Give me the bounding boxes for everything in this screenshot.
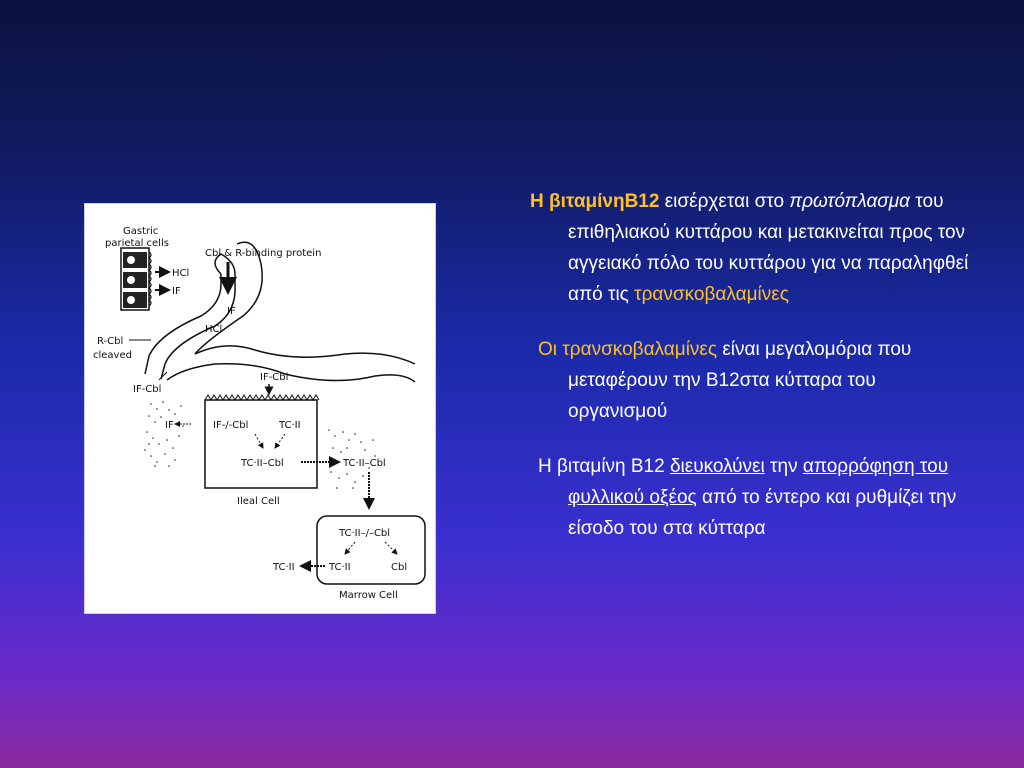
p1-text-a: εισέρχεται στο (659, 191, 790, 212)
parietal-cells (120, 247, 152, 311)
body-text: Η βιταμίνηΒ12 εισέρχεται στο πρωτόπλασμα… (530, 186, 980, 563)
label-if-left: IF (165, 420, 174, 431)
label-if-cbl-lumen: IF-Cbl (133, 384, 161, 395)
label-tc-ii-out: TC·II (272, 562, 295, 573)
p3-underline-1: διευκολύνει (669, 456, 765, 477)
vitamin-b12-title: Η βιταμίνηΒ12 (530, 191, 660, 212)
paragraph-3: Η βιταμίνη Β12 διευκολύνει την απορρόφησ… (530, 451, 980, 544)
label-cbl-rbinding: Cbl & R-binding protein (205, 248, 321, 259)
label-cbl-marrow: Cbl (391, 562, 407, 573)
p3-text-a: Η βιταμίνη Β12 (538, 456, 670, 477)
label-ileal-cell: Ileal Cell (237, 496, 280, 507)
label-if-out: IF (172, 286, 181, 297)
label-hcl-lumen: HCl (205, 324, 222, 335)
p3-text-b: την (764, 456, 803, 477)
stipple-right (328, 429, 376, 489)
label-parietal-cells: parietal cells (105, 238, 169, 249)
paragraph-2: Οι τρανσκοβαλαμίνες είναι μεγαλομόρια πο… (530, 334, 980, 427)
label-r-cbl: R-Cbl (97, 336, 123, 347)
diagram-svg: HCl IF Gastric parietal cells Cbl & R-bi… (93, 226, 426, 601)
p1-highlight: τρανσκοβαλαμίνες (634, 284, 789, 305)
marrow-cell (316, 515, 426, 585)
p2-highlight: Οι τρανσκοβαλαμίνες (538, 339, 718, 360)
label-if-cbl-top: IF-Cbl (260, 372, 288, 383)
label-tc-ii-cbl-marrow: TC·II–/–Cbl (338, 528, 390, 539)
label-if-lumen: IF (227, 306, 236, 317)
gut-lumen (144, 241, 416, 383)
label-tc-ii-cbl: TC·II–Cbl (240, 458, 284, 469)
label-tc-ii-cbl-out: TC·II–Cbl (342, 458, 386, 469)
p1-text-b: του επιθηλιακού κυττάρου και μετακινείτα… (568, 191, 969, 305)
stipple-left (144, 401, 184, 467)
p2-text: είναι μεγαλομόρια που μεταφέρουν την Β12… (568, 339, 912, 422)
label-hcl-out: HCl (172, 268, 189, 279)
label-tc-ii: TC·II (278, 420, 301, 431)
label-marrow-cell: Marrow Cell (339, 590, 398, 601)
label-gastric: Gastric (123, 226, 158, 237)
p3-underline-2: απορρόφηση του φυλλικού οξέος (568, 456, 949, 508)
p1-italic: πρωτόπλασμα (789, 191, 910, 212)
ileal-cell (204, 394, 320, 489)
label-cleaved: cleaved (93, 350, 132, 361)
label-tc-ii-marrow: TC·II (328, 562, 351, 573)
b12-absorption-diagram: HCl IF Gastric parietal cells Cbl & R-bi… (84, 203, 436, 614)
paragraph-1: Η βιταμίνηΒ12 εισέρχεται στο πρωτόπλασμα… (530, 186, 980, 310)
label-if-cbl-inner: IF-/-Cbl (213, 420, 248, 431)
p3-text-c: από το έντερο και ρυθμίζει την είσοδο το… (568, 487, 957, 539)
